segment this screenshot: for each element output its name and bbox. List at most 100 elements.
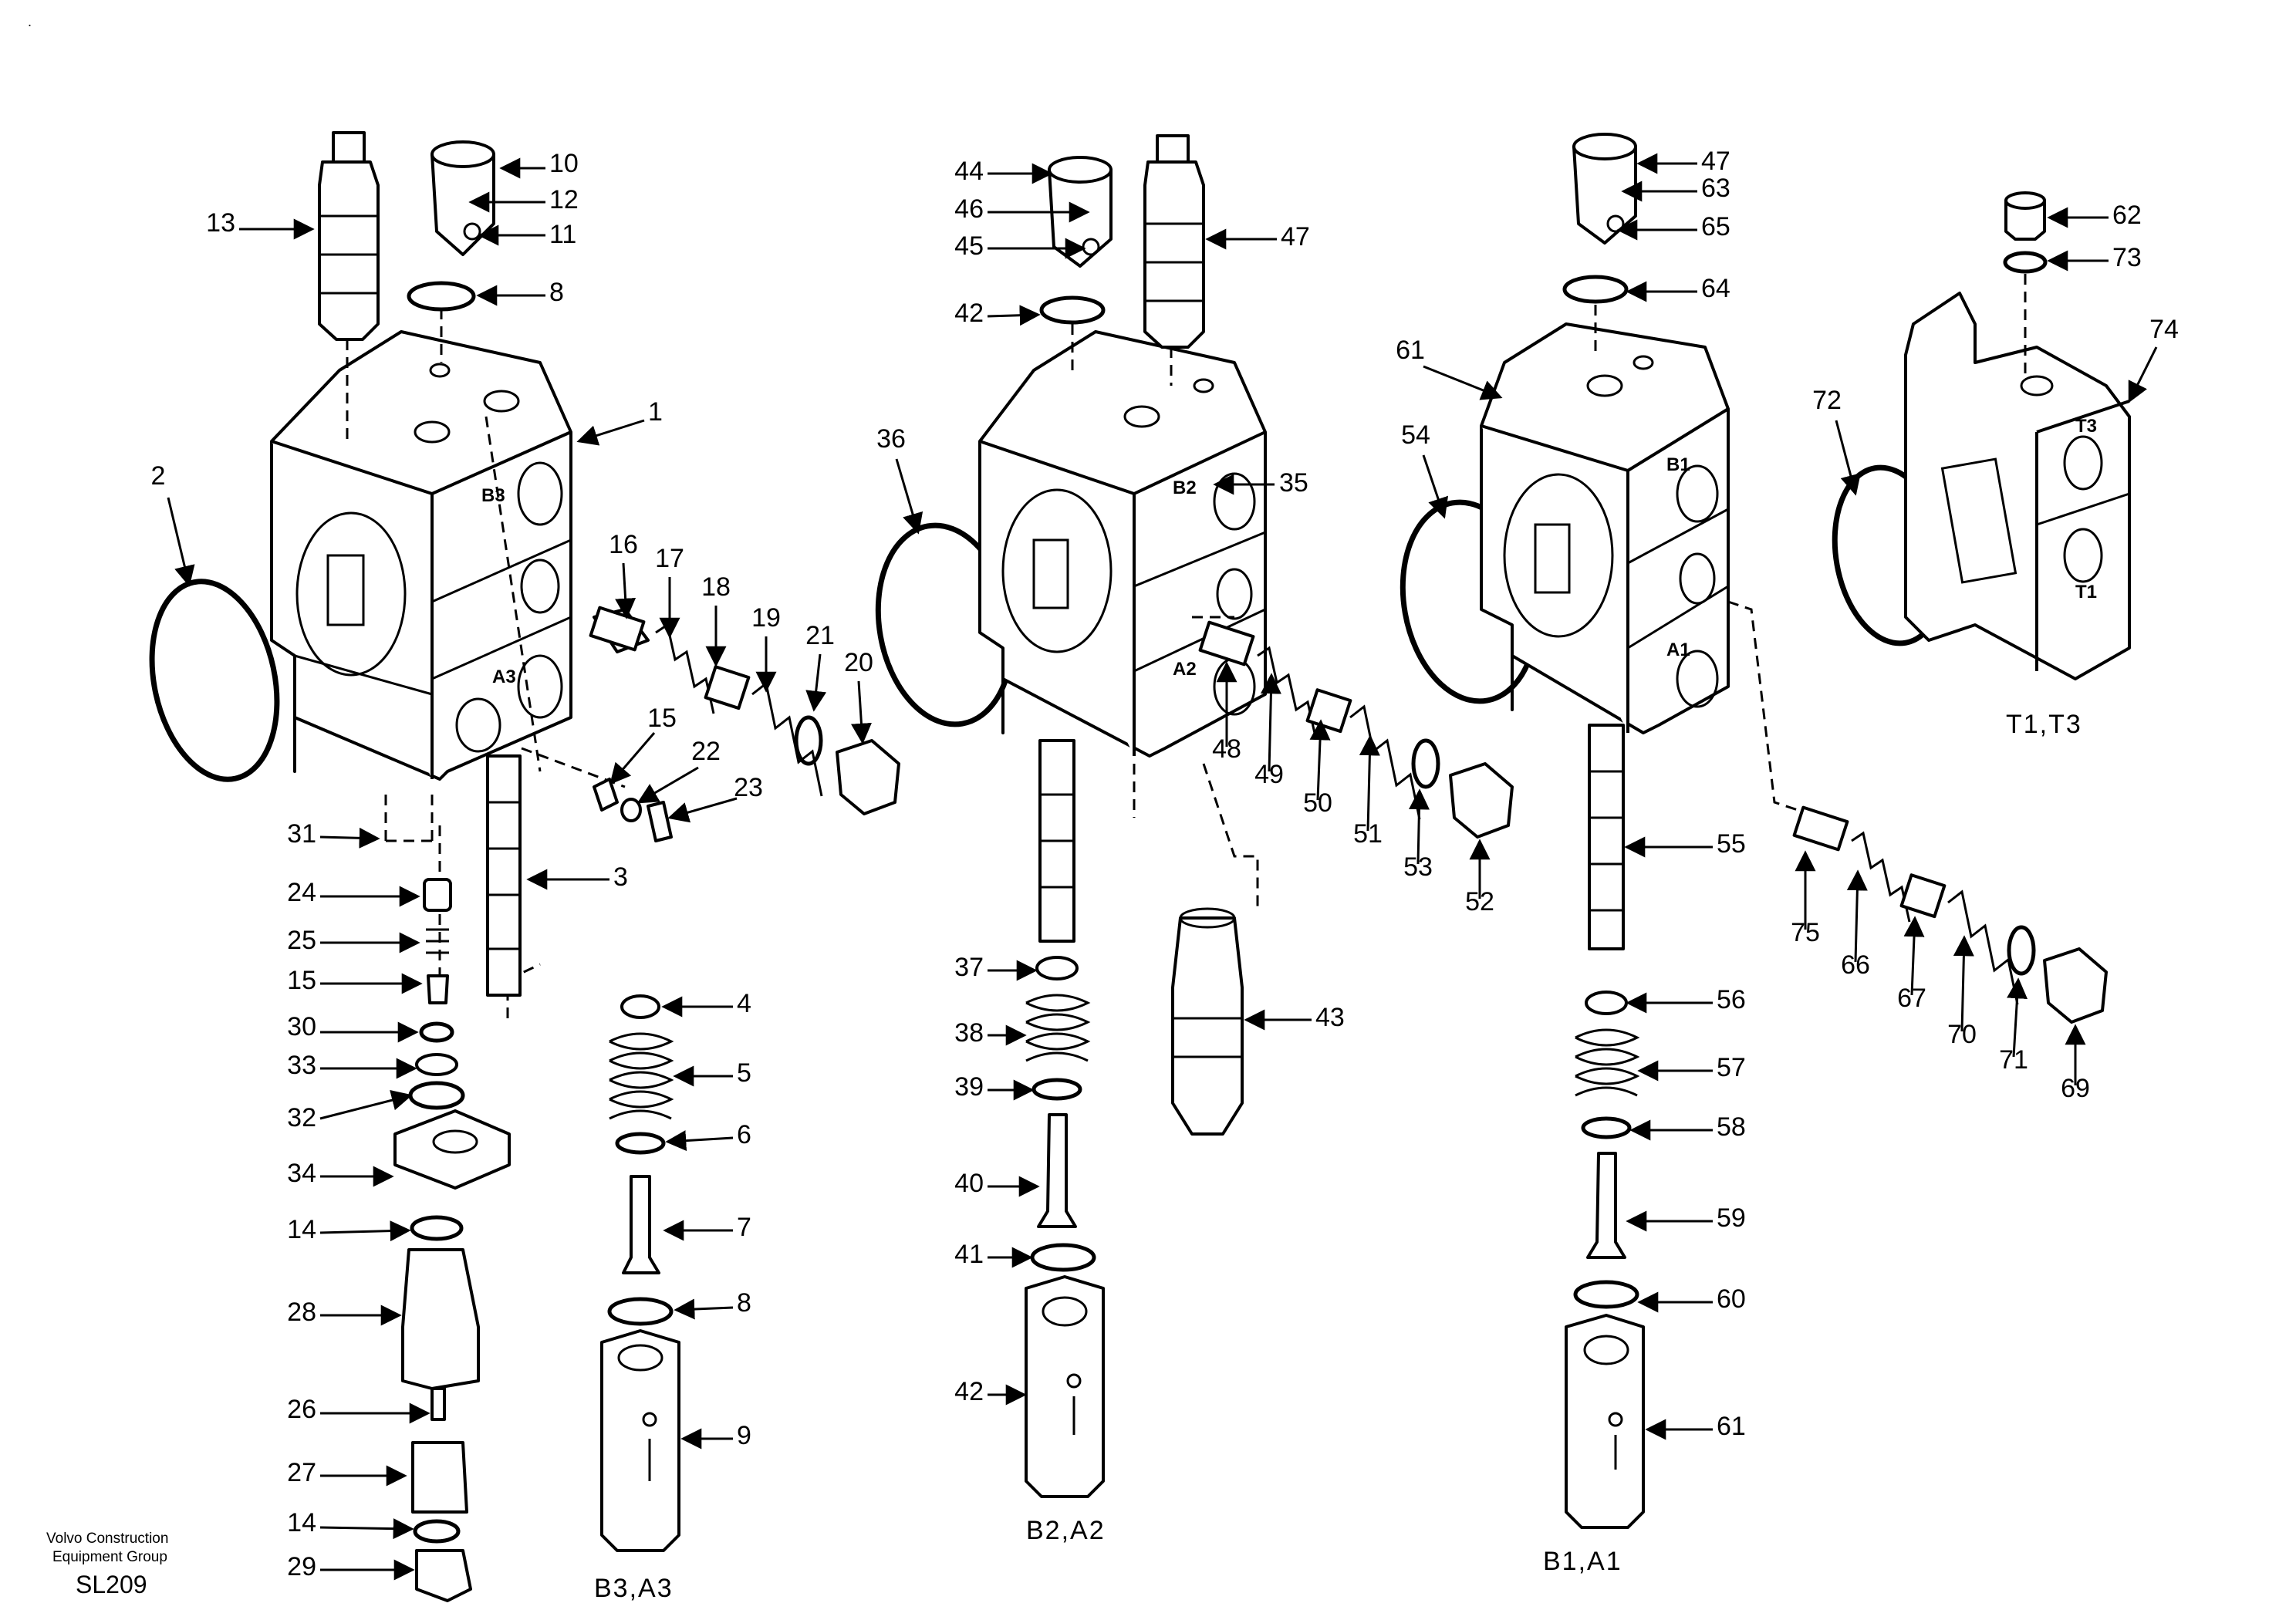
callout-arrow-16 <box>615 562 636 619</box>
part-number-64: 64 <box>1701 274 1730 303</box>
part-number-53: 53 <box>1403 852 1433 882</box>
callout-arrow-2 <box>167 497 195 587</box>
part-number-54: 54 <box>1401 420 1430 450</box>
part-number-17: 17 <box>655 544 684 573</box>
part-number-57: 57 <box>1717 1053 1746 1082</box>
part-number-7: 7 <box>737 1213 751 1242</box>
part-number-4: 4 <box>737 989 751 1018</box>
callout-arrow-66 <box>1846 869 1868 963</box>
part-number-47: 47 <box>1701 147 1730 176</box>
part-number-14: 14 <box>287 1508 316 1537</box>
part-number-38: 38 <box>954 1018 984 1048</box>
part-number-75: 75 <box>1791 918 1820 947</box>
part-number-52: 52 <box>1465 887 1494 916</box>
part-number-34: 34 <box>287 1159 316 1188</box>
part-number-2: 2 <box>151 461 166 491</box>
callout-arrow-53 <box>1408 788 1430 865</box>
part-number-6: 6 <box>737 1120 751 1149</box>
part-number-23: 23 <box>734 773 763 802</box>
corner-dot: . <box>28 14 32 29</box>
part-number-39: 39 <box>954 1072 984 1102</box>
port-label-a1: A1 <box>1666 640 1690 660</box>
part-number-70: 70 <box>1947 1020 1977 1049</box>
callout-arrow-6 <box>665 1130 734 1152</box>
brand-line-1: Volvo Construction <box>46 1531 168 1547</box>
valve-section-t1t3: T3 T1 T1,T3 <box>1832 191 2131 739</box>
callout-arrow-74 <box>2128 346 2158 403</box>
port-label-a2: A2 <box>1173 659 1197 680</box>
callout-arrow-14 <box>319 1518 414 1540</box>
callout-arrow-67 <box>1903 916 1925 996</box>
callout-arrow-21 <box>805 653 827 712</box>
part-number-42: 42 <box>954 299 984 328</box>
part-number-22: 22 <box>691 737 721 766</box>
callout-arrow-50 <box>1309 719 1331 801</box>
port-label-a3: A3 <box>492 667 516 687</box>
port-label-b3: B3 <box>481 485 505 506</box>
part-number-61: 61 <box>1717 1412 1746 1441</box>
valve-section-b1a1: B1 A1 B1,A1 <box>1400 133 2108 1576</box>
callout-arrow-23 <box>667 797 738 823</box>
callout-arrow-20 <box>850 680 872 744</box>
part-number-15: 15 <box>647 704 677 733</box>
part-number-44: 44 <box>954 157 984 186</box>
callout-arrow-61 <box>1423 365 1503 400</box>
brand-block: Volvo Construction Equipment Group SL209 <box>46 1531 168 1598</box>
caption-b2a2: B2,A2 <box>1026 1516 1106 1545</box>
part-number-40: 40 <box>954 1169 984 1198</box>
sheet-code: SL209 <box>76 1571 147 1598</box>
part-number-8: 8 <box>737 1288 751 1318</box>
valve-section-b2a2: B2 A2 B2,A2 <box>875 134 1514 1545</box>
part-number-25: 25 <box>287 926 316 955</box>
part-number-55: 55 <box>1717 829 1746 859</box>
part-number-60: 60 <box>1717 1284 1746 1314</box>
spring-49 <box>1257 646 1317 737</box>
part-number-11: 11 <box>549 220 576 249</box>
part-number-20: 20 <box>844 648 873 677</box>
spring-51 <box>1349 704 1421 820</box>
brand-line-2: Equipment Group <box>52 1549 167 1565</box>
callout-arrow-32 <box>319 1089 413 1120</box>
part-number-24: 24 <box>287 878 316 907</box>
callout-arrow-31 <box>319 827 380 849</box>
part-number-48: 48 <box>1212 734 1241 764</box>
part-number-19: 19 <box>751 603 781 633</box>
part-number-45: 45 <box>954 231 984 261</box>
part-number-71: 71 <box>1999 1045 2028 1075</box>
spring-71 <box>1947 889 2019 1005</box>
part-number-15: 15 <box>287 966 316 995</box>
part-number-18: 18 <box>701 572 731 602</box>
part-number-27: 27 <box>287 1458 316 1487</box>
part-number-29: 29 <box>287 1552 316 1581</box>
port-label-b1: B1 <box>1666 454 1690 475</box>
spring-17 <box>655 623 715 714</box>
port-label-t1: T1 <box>2075 582 2097 602</box>
part-number-32: 32 <box>287 1103 316 1132</box>
part-number-67: 67 <box>1897 984 1926 1013</box>
part-number-16: 16 <box>609 530 638 559</box>
caption-b3a3: B3,A3 <box>594 1574 674 1603</box>
spring-39 <box>1025 994 1091 1062</box>
callout-arrow-14 <box>319 1220 411 1242</box>
part-number-59: 59 <box>1717 1203 1746 1233</box>
part-number-58: 58 <box>1717 1112 1746 1142</box>
part-number-49: 49 <box>1254 760 1284 789</box>
part-number-30: 30 <box>287 1012 316 1041</box>
part-number-13: 13 <box>206 208 235 238</box>
callout-arrow-15 <box>609 732 656 785</box>
part-number-9: 9 <box>737 1421 751 1450</box>
part-number-74: 74 <box>2149 315 2179 344</box>
callout-arrow-70 <box>1953 935 1974 1032</box>
part-number-66: 66 <box>1841 950 1870 980</box>
part-number-51: 51 <box>1353 819 1383 849</box>
part-number-50: 50 <box>1303 788 1332 818</box>
part-number-12: 12 <box>549 185 579 214</box>
callout-arrow-22 <box>636 766 699 804</box>
part-number-62: 62 <box>2112 201 2142 230</box>
callout-arrow-36 <box>895 458 923 535</box>
part-number-42: 42 <box>954 1377 984 1406</box>
part-number-69: 69 <box>2061 1074 2090 1103</box>
spring-67 <box>1851 831 1911 923</box>
